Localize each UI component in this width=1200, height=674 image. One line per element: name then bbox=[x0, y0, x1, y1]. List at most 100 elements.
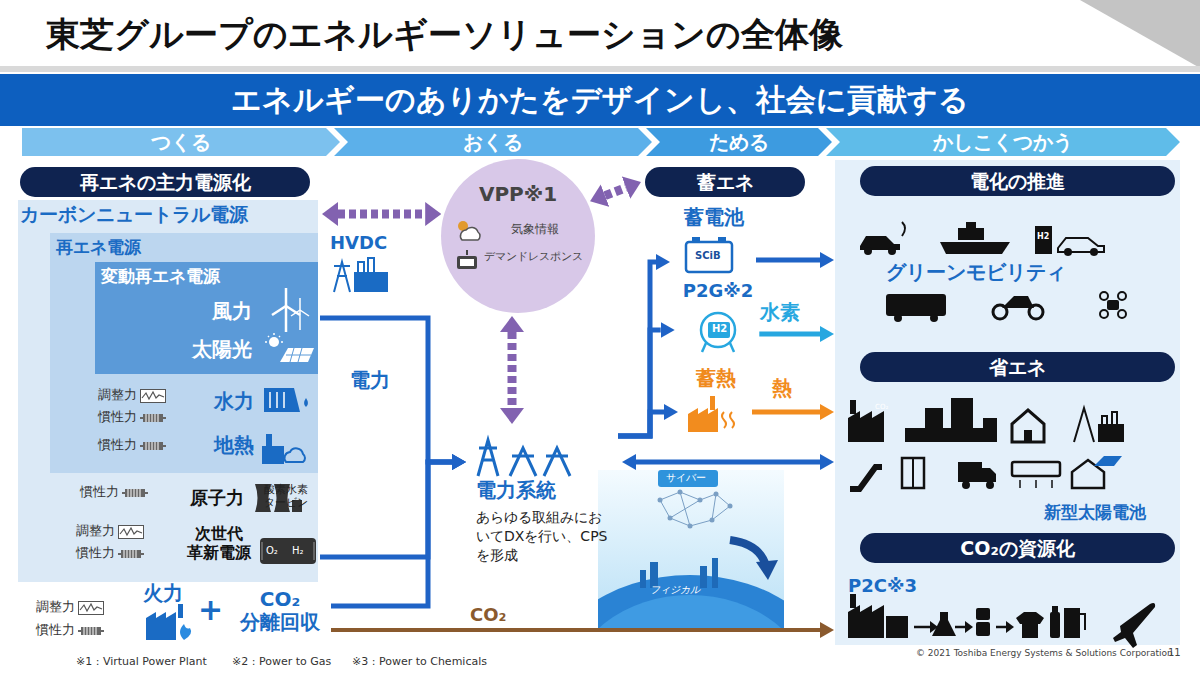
capability-label: 慣性力 bbox=[98, 409, 137, 425]
stage-chevron: つくる bbox=[22, 128, 340, 156]
node-text: デマンドレスポンス bbox=[484, 250, 583, 263]
section-pill: 再エネの主力電源化 bbox=[20, 167, 310, 197]
link-label: HVDC bbox=[330, 232, 387, 254]
icon-text: H2 bbox=[1037, 232, 1049, 242]
node-heading: 省エネ bbox=[860, 352, 1175, 382]
edge-label: 熱 bbox=[772, 376, 792, 400]
layer-tag: サイバー bbox=[666, 472, 706, 484]
node-text: あらゆる取組みにおいてDXを行い、CPSを形成 bbox=[476, 508, 608, 565]
node-heading: 地熱 bbox=[214, 433, 254, 457]
footnote: ※1 : Virtual Power Plant bbox=[76, 655, 207, 668]
connector-arrow bbox=[320, 462, 452, 557]
node-heading: 再エネの主力電源化 bbox=[80, 171, 251, 194]
node-heading: 電化の推進 bbox=[860, 166, 1175, 196]
connector-arrow bbox=[338, 210, 425, 219]
page-title: 東芝グループのエネルギーソリューションの全体像 bbox=[46, 14, 843, 55]
node-text: 気象情報 bbox=[511, 222, 559, 236]
region-panel: カーボンニュートラル電源再エネ電源変動再エネ電源風力太陽光水力地熱原子力次世代 … bbox=[18, 200, 318, 582]
layer-tag: フィジカル bbox=[650, 584, 700, 596]
node-heading: 次世代 革新電源 bbox=[185, 524, 253, 562]
node-heading: おくる bbox=[463, 130, 523, 154]
node-heading: 変動再エネ電源 bbox=[101, 266, 220, 286]
node-heading: 火力 bbox=[143, 581, 183, 605]
capability-label: 慣性力 bbox=[76, 545, 115, 561]
source-box: 地熱 bbox=[194, 430, 254, 460]
node-heading: 原子力 bbox=[190, 487, 244, 509]
connector-arrow bbox=[752, 410, 820, 415]
source-box: 次世代 革新電源 bbox=[181, 520, 257, 566]
footnote: ※2 : Power to Gas bbox=[232, 655, 331, 668]
edge-label: 電力 bbox=[350, 368, 390, 392]
node-heading: VPP※1 bbox=[479, 182, 557, 206]
capability-label: 調整力 bbox=[98, 387, 137, 403]
connector-arrow bbox=[331, 628, 820, 632]
connector-arrow bbox=[320, 318, 452, 462]
connector-arrow bbox=[636, 460, 820, 465]
source-box: 太陽光 bbox=[172, 334, 252, 364]
source-box: 火力 bbox=[134, 578, 192, 608]
source-box: 水力 bbox=[194, 386, 254, 416]
source-box: 風力 bbox=[186, 296, 252, 326]
copyright: © 2021 Toshiba Energy Systems & Solution… bbox=[916, 648, 1173, 659]
plus-sign: + bbox=[198, 592, 223, 628]
storage-box: 蓄電池 bbox=[674, 205, 754, 277]
stage-chevron: おくる bbox=[334, 128, 652, 156]
footnote: ※3 : Power to Chemicals bbox=[352, 655, 487, 668]
node-heading: CO₂の資源化 bbox=[860, 533, 1175, 563]
capability-label: 慣性力 bbox=[36, 622, 75, 638]
region-panel: 変動再エネ電源風力太陽光 bbox=[95, 262, 318, 374]
connector-arrow bbox=[605, 188, 626, 196]
capability-label: 調整力 bbox=[36, 599, 75, 615]
node-heading: 電力系統 bbox=[476, 478, 556, 502]
node-heading: CO₂ 分離回収 bbox=[235, 588, 325, 634]
node-heading: かしこくつかう bbox=[933, 130, 1073, 154]
node-heading: 蓄エネ bbox=[697, 171, 754, 194]
edge-label: CO₂ bbox=[470, 604, 506, 626]
source-box: CO₂ 分離回収 bbox=[231, 584, 329, 638]
capability-label: 慣性力 bbox=[98, 437, 137, 453]
node-heading: 太陽光 bbox=[192, 337, 252, 361]
icon-text: H2 bbox=[712, 323, 727, 335]
node-heading: カーボンニュートラル電源 bbox=[20, 203, 248, 226]
connector-arrow bbox=[618, 262, 656, 436]
group-label: 新型太陽電池 bbox=[1044, 502, 1146, 522]
stage-chevron: ためる bbox=[646, 128, 832, 156]
gas-label: O₂ bbox=[266, 545, 278, 557]
group-label: グリーンモビリティ bbox=[886, 260, 1066, 284]
node-heading: 蓄電池 bbox=[684, 205, 744, 229]
vpp-cloud: VPP※1 気象情報デマンドレスポンス bbox=[440, 158, 596, 314]
node-heading: 水力 bbox=[214, 389, 254, 413]
grid-box: 電力系統あらゆる取組みにおいてDXを行い、CPSを形成 bbox=[470, 432, 618, 578]
group-label: P2C※3 bbox=[848, 575, 917, 597]
banner: エネルギーのありかたをデザインし、社会に貢献する bbox=[0, 74, 1200, 126]
connector-arrow bbox=[618, 412, 664, 436]
node-heading: 再エネ電源 bbox=[56, 237, 141, 257]
use-region: 省エネ bbox=[838, 352, 1176, 524]
connector-arrow bbox=[756, 258, 820, 263]
node-heading: エネルギーのありかたをデザインし、社会に貢献する bbox=[231, 82, 969, 118]
gas-label: H₂ bbox=[292, 545, 304, 557]
section-pill: 蓄エネ bbox=[645, 167, 805, 197]
page-number: 11 bbox=[1168, 647, 1181, 659]
icon-text: CO₂ bbox=[875, 403, 888, 411]
node-heading: 風力 bbox=[212, 299, 252, 323]
region-panel: 再エネ電源変動再エネ電源風力太陽光水力地熱 bbox=[50, 233, 318, 473]
node-heading: P2G※2 bbox=[683, 280, 754, 302]
source-box: 原子力 bbox=[183, 483, 251, 513]
capability-label: 調整力 bbox=[76, 523, 115, 539]
capability-label: 慣性力 bbox=[80, 484, 119, 500]
connector-arrow bbox=[759, 332, 820, 337]
storage-box: 蓄熱 bbox=[682, 366, 750, 434]
use-region: 電化の推進 bbox=[838, 166, 1176, 346]
connector-arrow bbox=[331, 462, 452, 606]
edge-label: 水素 bbox=[760, 300, 800, 324]
node-heading: つくる bbox=[151, 130, 211, 154]
stage-chevron: かしこくつかう bbox=[826, 128, 1180, 156]
storage-box: P2G※2 bbox=[679, 280, 758, 352]
connector-arrow bbox=[618, 330, 661, 436]
node-heading: 蓄熱 bbox=[696, 366, 736, 390]
part-label: 酸素水素 タービン bbox=[260, 484, 312, 509]
node-heading: ためる bbox=[709, 130, 769, 154]
